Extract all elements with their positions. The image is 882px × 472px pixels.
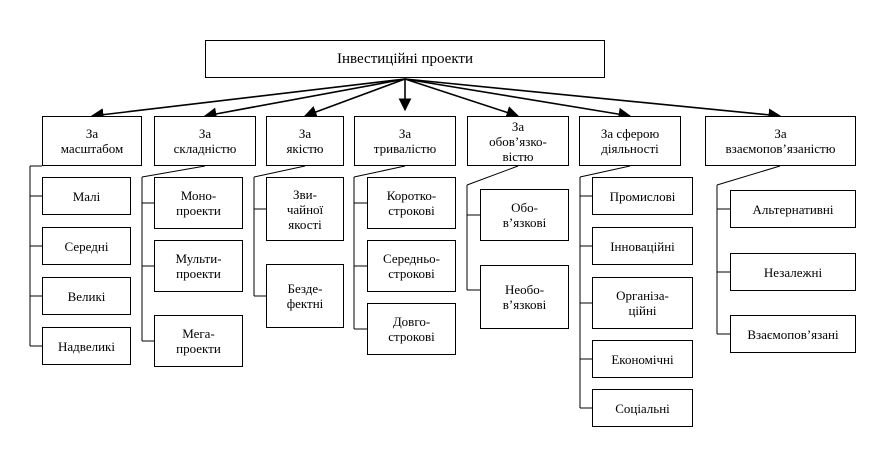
item-alternative: Альтернативні xyxy=(730,190,856,228)
item-large: Великі xyxy=(42,277,131,315)
item-ordinary-quality: Зви- чайної якості xyxy=(266,177,344,241)
diagonal-link-3 xyxy=(353,165,406,178)
item-small: Малі xyxy=(42,177,131,215)
category-item-links xyxy=(29,165,781,409)
item-independent: Незалежні xyxy=(730,253,856,291)
item-long-term: Довго- строкові xyxy=(367,303,456,355)
item-social: Соціальні xyxy=(592,389,693,427)
root-box: Інвестиційні проекти xyxy=(205,40,605,78)
category-duration: За тривалістю xyxy=(354,116,456,166)
category-obligation: За обов’язко- вістю xyxy=(467,116,569,166)
diagonal-link-4 xyxy=(466,165,519,186)
root-arrow-5 xyxy=(404,78,632,121)
root-arrow-2 xyxy=(303,78,406,119)
item-innovative: Інноваційні xyxy=(592,227,693,265)
root-arrows xyxy=(90,78,782,122)
item-multi-projects: Мульти- проекти xyxy=(154,240,243,292)
category-complexity: За складністю xyxy=(154,116,256,166)
item-interrelated: Взаємопов’язані xyxy=(730,315,856,353)
item-extra-large: Надвеликі xyxy=(42,327,131,365)
item-short-term: Коротко- строкові xyxy=(367,177,456,229)
root-arrow-1 xyxy=(203,78,406,121)
item-mandatory: Обо- в’язкові xyxy=(480,189,569,241)
category-sphere: За сферою діяльності xyxy=(579,116,681,166)
category-scale: За масштабом xyxy=(42,116,142,166)
item-defect-free: Безде- фектні xyxy=(266,264,344,328)
item-mega-projects: Мега- проекти xyxy=(154,315,243,367)
root-arrow-6 xyxy=(404,78,782,122)
item-medium: Середні xyxy=(42,227,131,265)
item-medium-term: Середньо- строкові xyxy=(367,240,456,292)
item-mono-projects: Моно- проекти xyxy=(154,177,243,229)
item-industrial: Промислові xyxy=(592,177,693,215)
item-optional: Необо- в’язкові xyxy=(480,265,569,329)
category-quality: За якістю xyxy=(266,116,344,166)
diagonal-link-1 xyxy=(141,165,206,178)
item-organizational: Організа- ційні xyxy=(592,277,693,329)
root-arrow-0 xyxy=(90,78,406,122)
diagonal-link-6 xyxy=(716,165,781,186)
diagonal-link-5 xyxy=(579,165,631,178)
root-arrow-4 xyxy=(404,78,520,119)
diagonal-link-2 xyxy=(253,165,306,178)
item-economic: Економічні xyxy=(592,340,693,378)
category-interdependence: За взаємопов’язаністю xyxy=(705,116,856,166)
